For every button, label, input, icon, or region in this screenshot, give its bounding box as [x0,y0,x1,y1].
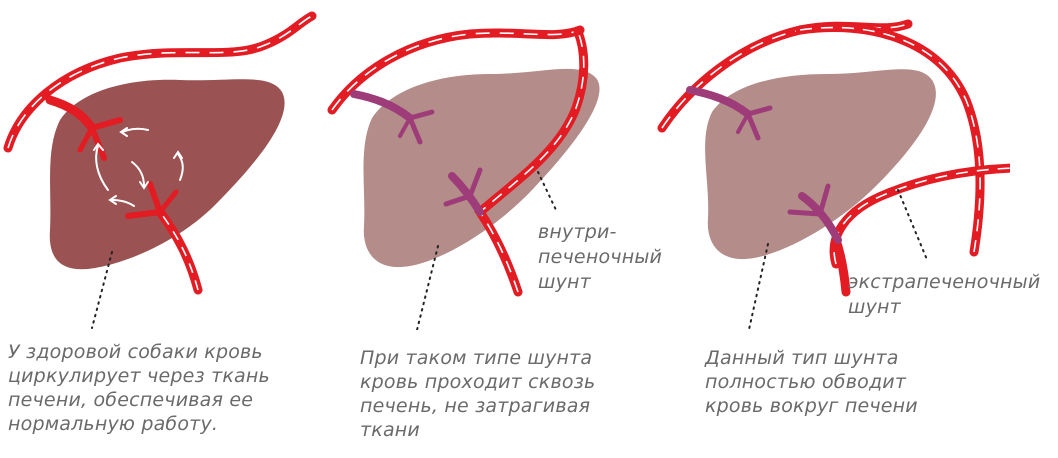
extrahepatic-shunt-label: экстрапеченочный шунт [848,270,1058,320]
portal-branch-1 [128,212,160,216]
intrahepatic-shunt-label: внутри- печеночный шунт [538,220,688,295]
intrahepatic-caption: При таком типе шунта кровь проходит скво… [360,346,660,442]
portal-sub-branch-1 [790,212,820,214]
healthy-caption: У здоровой собаки кровь циркулирует чере… [8,340,308,436]
pointer-dots-shunt [538,172,556,210]
liver-healthy [50,79,285,269]
extrahepatic-caption: Данный тип шунта полностью обводит кровь… [705,346,1005,418]
liver-shunt-tissue [705,69,936,259]
pointer-dots-shunt [898,190,928,262]
healthy-liver-panel [0,0,340,330]
